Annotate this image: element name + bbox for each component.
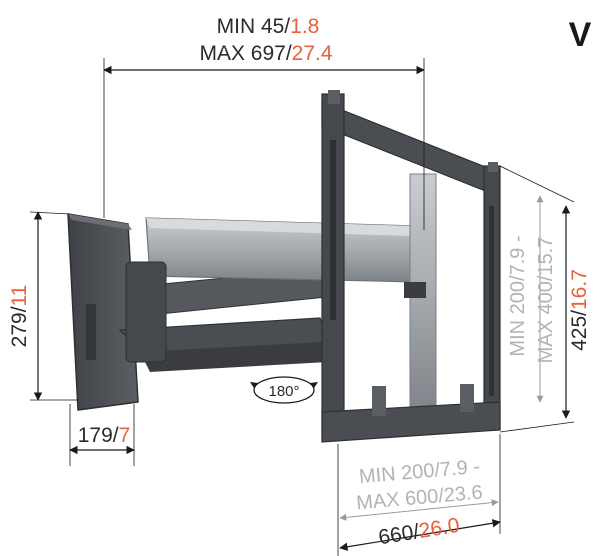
- dimension-lines: [29, 58, 575, 556]
- left-height-label: 279/11: [8, 285, 31, 348]
- top-min-label: MIN 45/1.8: [217, 15, 320, 38]
- vesa-height-line1: MIN 200/7.9 -: [507, 235, 529, 356]
- width-label: 660/26.0: [377, 514, 461, 550]
- brand-logo: V: [569, 16, 592, 54]
- top-max-label: MAX 697/27.4: [199, 42, 332, 65]
- vesa-dimension-lines: [339, 195, 544, 521]
- rotation-label: 180°: [268, 383, 299, 400]
- rotation-indicator: 180°: [250, 376, 318, 404]
- vesa-height-line2: MAX 400/15.7: [535, 237, 557, 364]
- rotation-arrow-left-icon: [250, 382, 258, 388]
- height-label: 425/16.7: [568, 269, 591, 351]
- rotation-arrow-right-icon: [310, 382, 318, 388]
- wall-plate: [67, 213, 139, 411]
- tv-bracket-frame: [321, 90, 501, 443]
- articulated-arm: [118, 217, 419, 372]
- depth-label: 179/7: [78, 424, 131, 447]
